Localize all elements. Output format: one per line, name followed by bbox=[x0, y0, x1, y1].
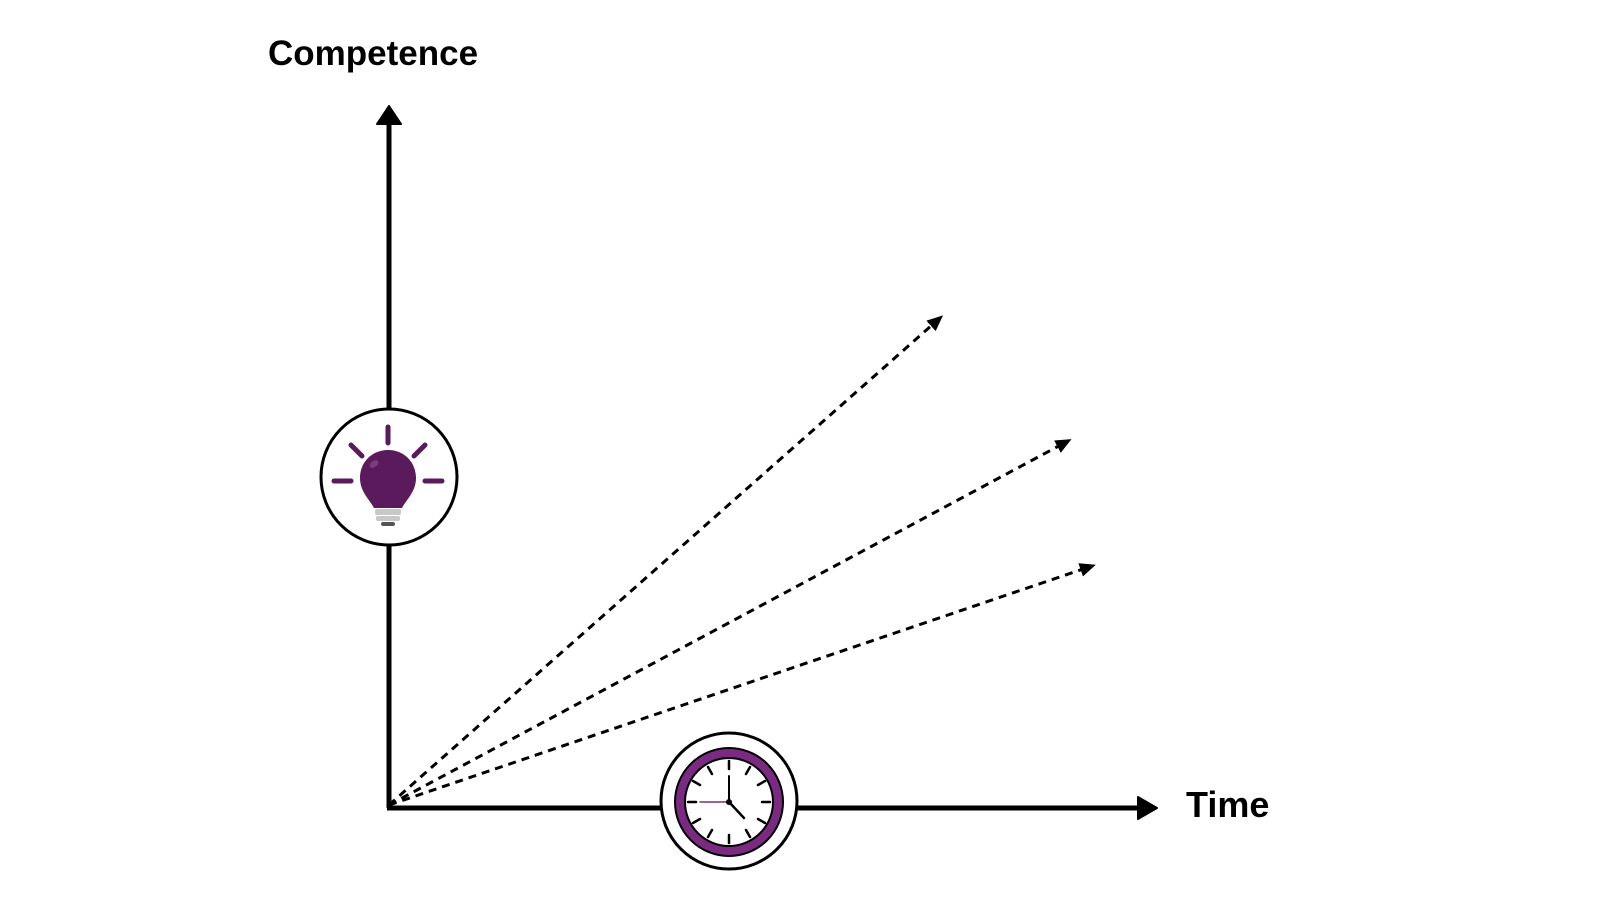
dashed-arrow-shallow bbox=[388, 563, 1096, 807]
dashed-arrow-medium bbox=[388, 439, 1072, 807]
lightbulb-icon bbox=[319, 407, 459, 547]
trend-arrows bbox=[388, 315, 1096, 807]
y-axis-label: Competence bbox=[268, 34, 479, 73]
clock-icon bbox=[659, 731, 799, 871]
x-axis-label: Time bbox=[1186, 784, 1270, 825]
dashed-arrow-steep bbox=[388, 315, 943, 807]
